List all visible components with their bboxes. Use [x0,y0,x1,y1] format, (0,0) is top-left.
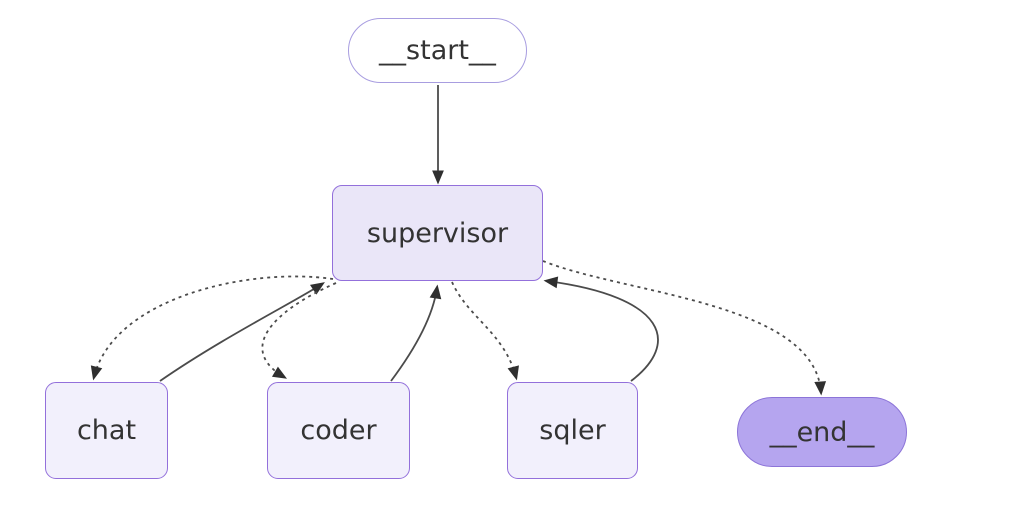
node-sqler-label: sqler [539,415,606,446]
node-chat-label: chat [76,415,137,446]
node-start: __start__ [348,18,527,83]
edge-supervisor-to-sqler [451,281,519,381]
node-supervisor-label: supervisor [366,217,509,249]
edge-chat-to-supervisor [159,282,325,382]
edge-sqler-to-supervisor [543,276,659,382]
node-chat: chat [45,382,168,479]
node-coder-label: coder [300,415,377,446]
node-supervisor: supervisor [332,185,543,281]
node-coder: coder [267,382,410,479]
edge-supervisor-to-chat [90,275,334,381]
node-end-label: __end__ [769,416,875,448]
node-start-label: __start__ [379,35,496,66]
edge-coder-to-supervisor [390,284,442,382]
node-end: __end__ [737,397,907,467]
edge-supervisor-to-coder [261,282,337,379]
edge-supervisor-to-end [542,260,827,396]
node-sqler: sqler [507,382,638,479]
